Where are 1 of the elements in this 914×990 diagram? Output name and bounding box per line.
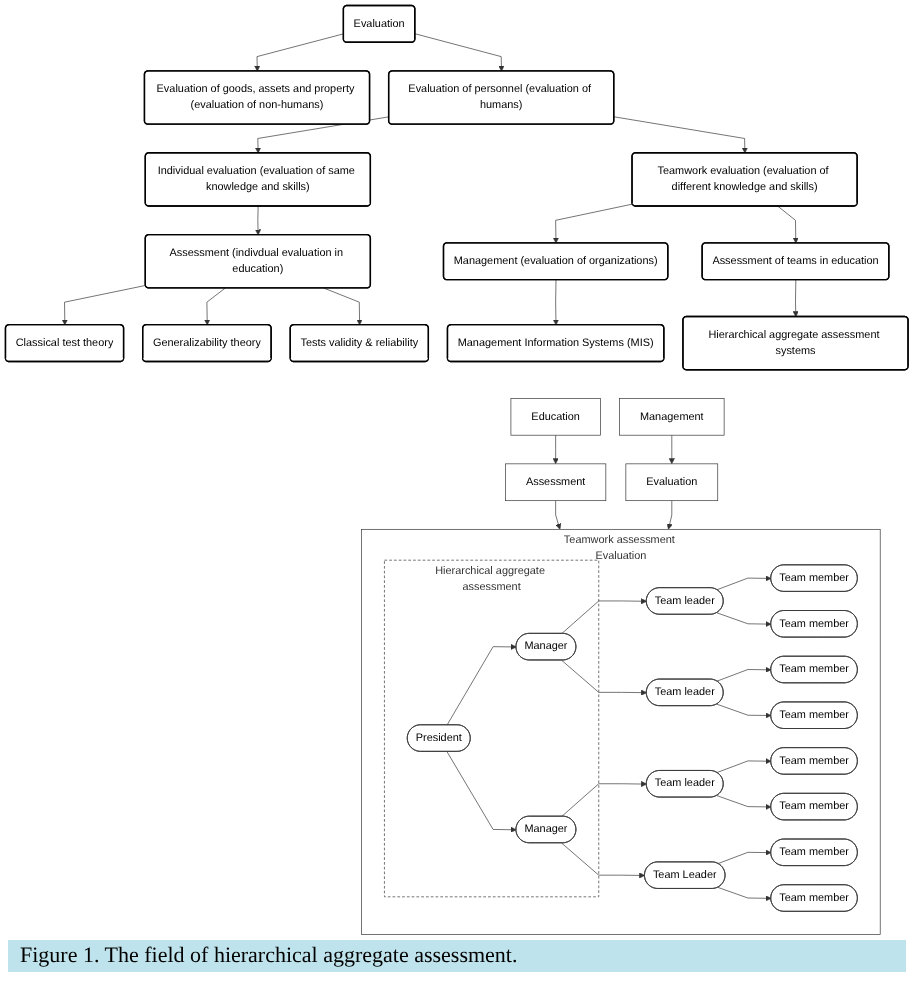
figure-caption: Figure 1. The field of hierarchical aggregate assessment.	[8, 940, 906, 972]
